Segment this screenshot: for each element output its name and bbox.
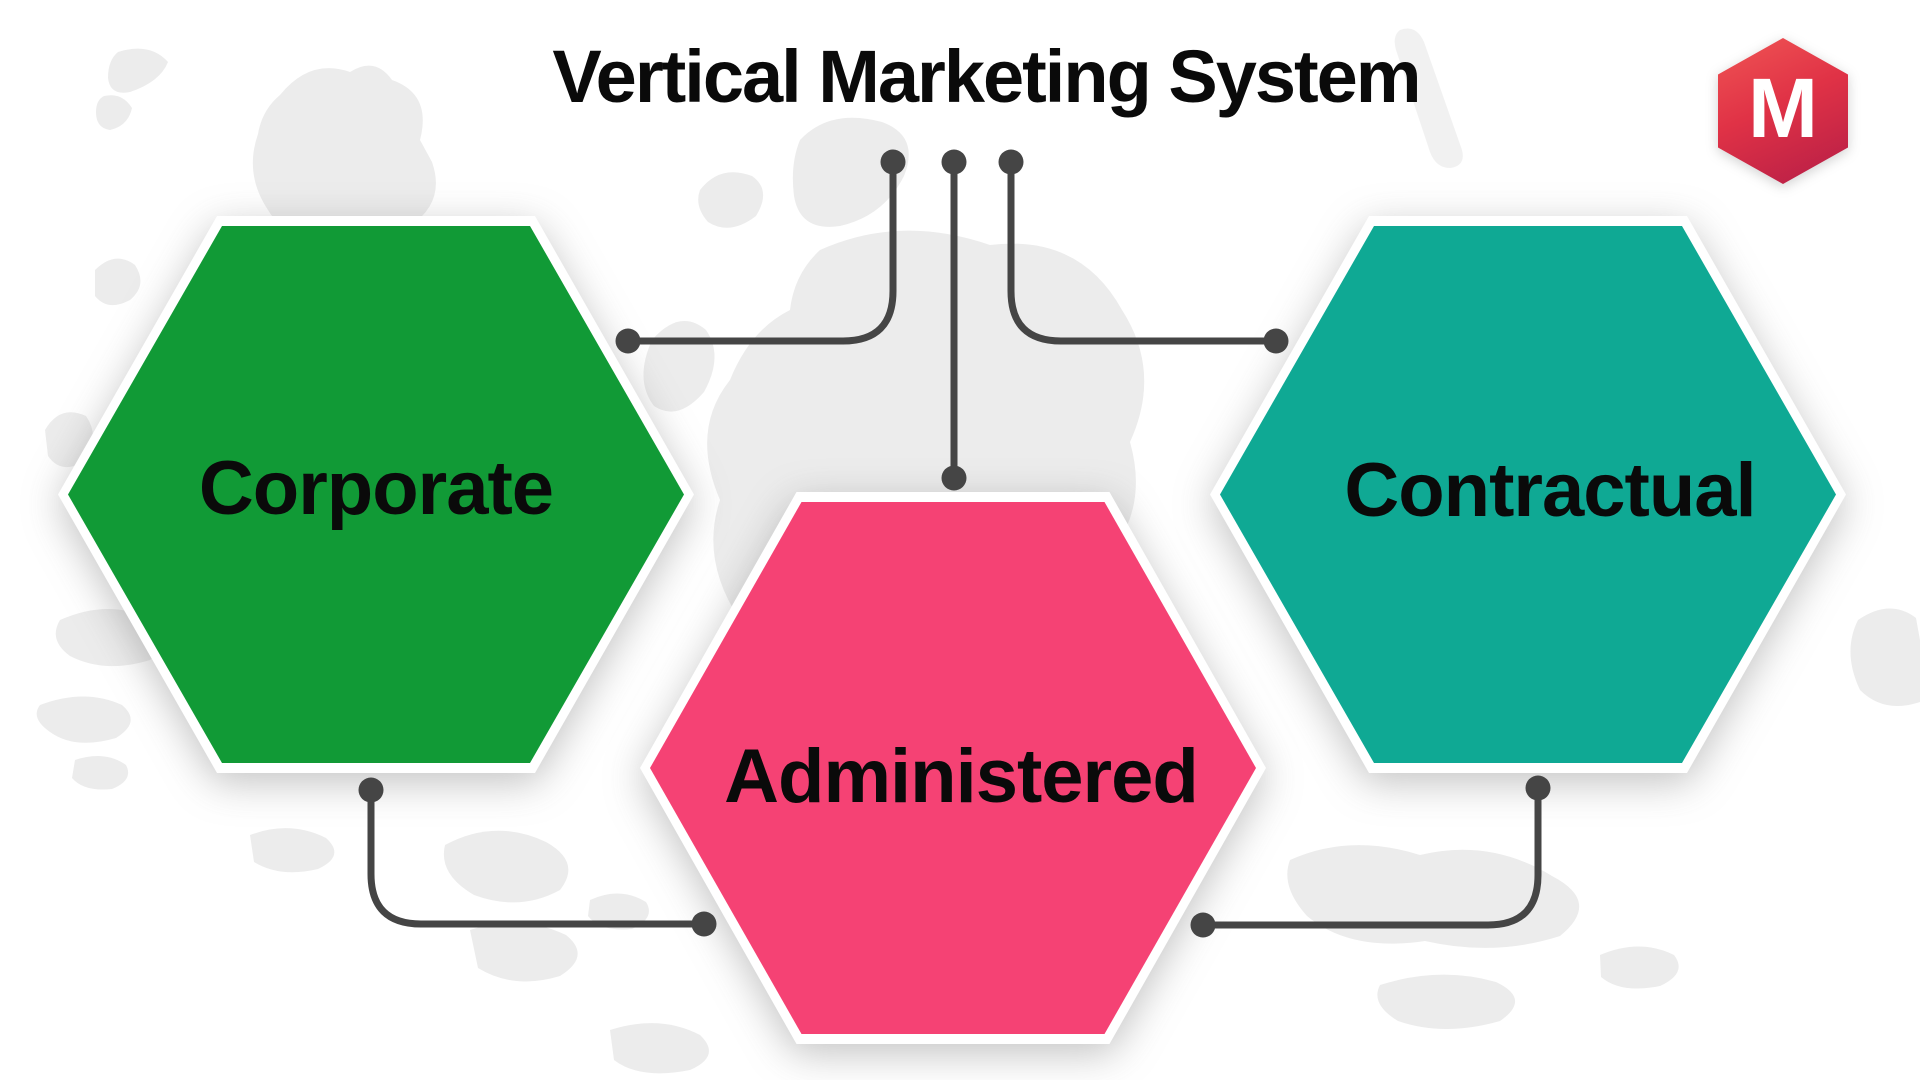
map-shape <box>1600 946 1679 989</box>
hexagon-contractual-label: Contractual <box>1344 448 1756 533</box>
hexagon-administered-label: Administered <box>724 733 1199 819</box>
map-shape <box>470 922 578 982</box>
connector-endpoint-dot <box>691 911 717 937</box>
connector-endpoint-dot <box>1263 328 1289 354</box>
map-shape <box>108 48 168 93</box>
map-shape <box>250 828 335 873</box>
map-shape <box>72 756 129 790</box>
connector-endpoint-dot <box>1525 775 1551 801</box>
map-shape <box>95 258 141 306</box>
hexagon-administered-fill <box>650 502 1256 1034</box>
connector-contractual-to-administered <box>1203 788 1542 929</box>
connector-endpoint-dot <box>941 149 967 175</box>
map-shape <box>588 893 649 930</box>
hexagon-corporate-label: Corporate <box>198 446 554 531</box>
hexagon-administered: Administered <box>640 492 1266 1044</box>
connector-endpoint-dot <box>880 149 906 175</box>
connector-endpoint-dot <box>941 465 967 491</box>
map-shape <box>96 95 132 130</box>
connector-title-to-corporate <box>628 162 897 345</box>
map-shape <box>1377 974 1516 1029</box>
hexagon-corporate: Corporate <box>58 216 694 773</box>
hexagon-contractual: Contractual <box>1210 216 1846 773</box>
map-shape <box>1394 28 1463 168</box>
map-shape <box>792 117 909 227</box>
map-shape <box>443 830 569 903</box>
map-shape <box>1850 608 1920 706</box>
map-shape <box>698 172 764 228</box>
connector-title-to-contractual <box>1007 162 1276 345</box>
map-shape <box>45 412 93 468</box>
map-shape <box>610 1023 709 1074</box>
connector-endpoint-dot <box>615 328 641 354</box>
brand-logo: M <box>1718 38 1848 184</box>
page-title: Vertical Marketing System <box>552 35 1421 118</box>
brand-logo-letter: M <box>1748 61 1818 155</box>
connector-endpoint-dot <box>998 149 1024 175</box>
hexagon-corporate-fill <box>68 226 684 763</box>
connector-corporate-to-administered <box>367 790 704 928</box>
connector-endpoint-dot <box>1190 912 1216 938</box>
map-shape <box>36 696 131 743</box>
map-shape <box>252 65 436 243</box>
connector-endpoint-dot <box>358 777 384 803</box>
